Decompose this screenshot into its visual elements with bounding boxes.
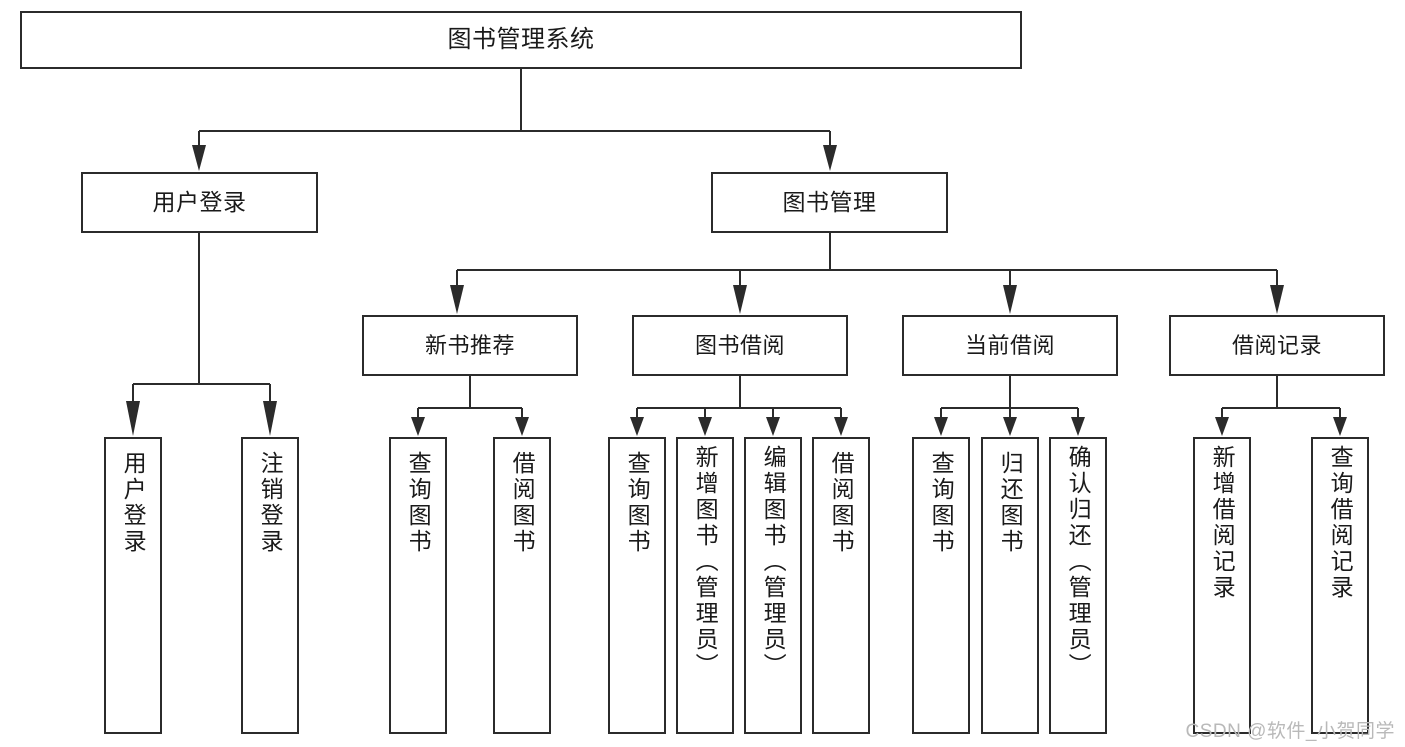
leaf-book-borrow-add-book-admin[interactable]: 新增图书（管理员） — [676, 437, 734, 734]
node-label: 新书推荐 — [424, 332, 515, 358]
node-label: 新增图书（管理员） — [692, 445, 719, 679]
leaf-new-book-query-book[interactable]: 查询图书 — [389, 437, 447, 734]
leaf-current-borrow-query-book[interactable]: 查询图书 — [912, 437, 970, 734]
node-user-login[interactable]: 用户登录 — [81, 172, 318, 233]
node-label: 当前借阅 — [964, 332, 1055, 358]
leaf-borrow-record-add-record[interactable]: 新增借阅记录 — [1193, 437, 1251, 734]
node-borrow-record[interactable]: 借阅记录 — [1169, 315, 1385, 376]
node-book-management[interactable]: 图书管理 — [711, 172, 948, 233]
node-label: 借阅图书 — [828, 451, 855, 555]
node-label: 确认归还（管理员） — [1065, 445, 1092, 679]
node-new-book-recommend[interactable]: 新书推荐 — [362, 315, 578, 376]
node-label: 归还图书 — [997, 451, 1024, 555]
node-label: 查询图书 — [405, 451, 432, 555]
node-label: 借阅图书 — [509, 451, 536, 555]
leaf-new-book-borrow-book[interactable]: 借阅图书 — [493, 437, 551, 734]
node-label: 图书管理 — [782, 189, 877, 216]
node-label: 用户登录 — [120, 451, 147, 555]
leaf-borrow-record-query-record[interactable]: 查询借阅记录 — [1311, 437, 1369, 734]
node-label: 借阅记录 — [1231, 332, 1322, 358]
leaf-user-login-logout[interactable]: 注销登录 — [241, 437, 299, 734]
node-label: 编辑图书（管理员） — [760, 445, 787, 679]
leaf-current-borrow-return-book[interactable]: 归还图书 — [981, 437, 1039, 734]
node-label: 查询图书 — [624, 451, 651, 555]
node-label: 注销登录 — [257, 451, 284, 555]
node-label: 图书管理系统 — [447, 26, 595, 53]
node-label: 新增借阅记录 — [1209, 445, 1236, 601]
node-label: 查询图书 — [928, 451, 955, 555]
leaf-current-borrow-confirm-return-admin[interactable]: 确认归还（管理员） — [1049, 437, 1107, 734]
node-label: 用户登录 — [152, 189, 247, 216]
node-book-borrow[interactable]: 图书借阅 — [632, 315, 848, 376]
leaf-book-borrow-query-book[interactable]: 查询图书 — [608, 437, 666, 734]
node-root-book-management-system[interactable]: 图书管理系统 — [20, 11, 1022, 69]
node-label: 查询借阅记录 — [1327, 445, 1354, 601]
csdn-watermark: CSDN @软件_小贺同学 — [1185, 721, 1395, 742]
node-label: 图书借阅 — [694, 332, 785, 358]
leaf-book-borrow-edit-book-admin[interactable]: 编辑图书（管理员） — [744, 437, 802, 734]
node-current-borrow[interactable]: 当前借阅 — [902, 315, 1118, 376]
leaf-user-login-login[interactable]: 用户登录 — [104, 437, 162, 734]
leaf-book-borrow-borrow-book[interactable]: 借阅图书 — [812, 437, 870, 734]
